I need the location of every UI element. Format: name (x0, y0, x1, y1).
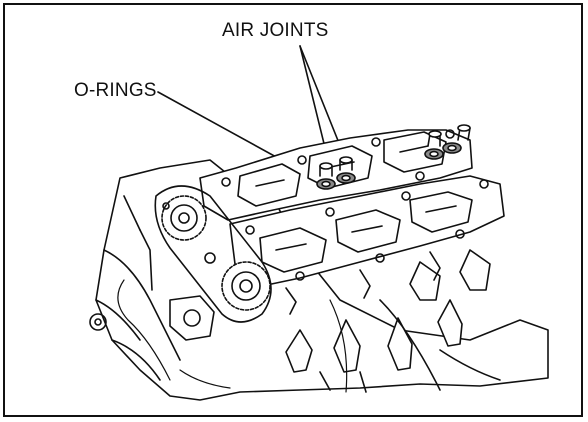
air-joints (316, 124, 471, 190)
air-joint-1 (316, 162, 336, 190)
cylinder-head-rear (199, 129, 473, 221)
air-joint-3 (424, 130, 444, 160)
leader-air-joints-2 (299, 45, 346, 159)
timing-gears (154, 185, 272, 323)
hoses (117, 279, 348, 393)
callout-o-rings: O-RINGS (74, 80, 157, 101)
air-joint-2 (336, 156, 356, 184)
cylinder-head-front (229, 175, 505, 315)
engine-block (89, 159, 549, 401)
callout-air-joints: AIR JOINTS (222, 20, 329, 41)
air-joint-4 (442, 124, 471, 154)
